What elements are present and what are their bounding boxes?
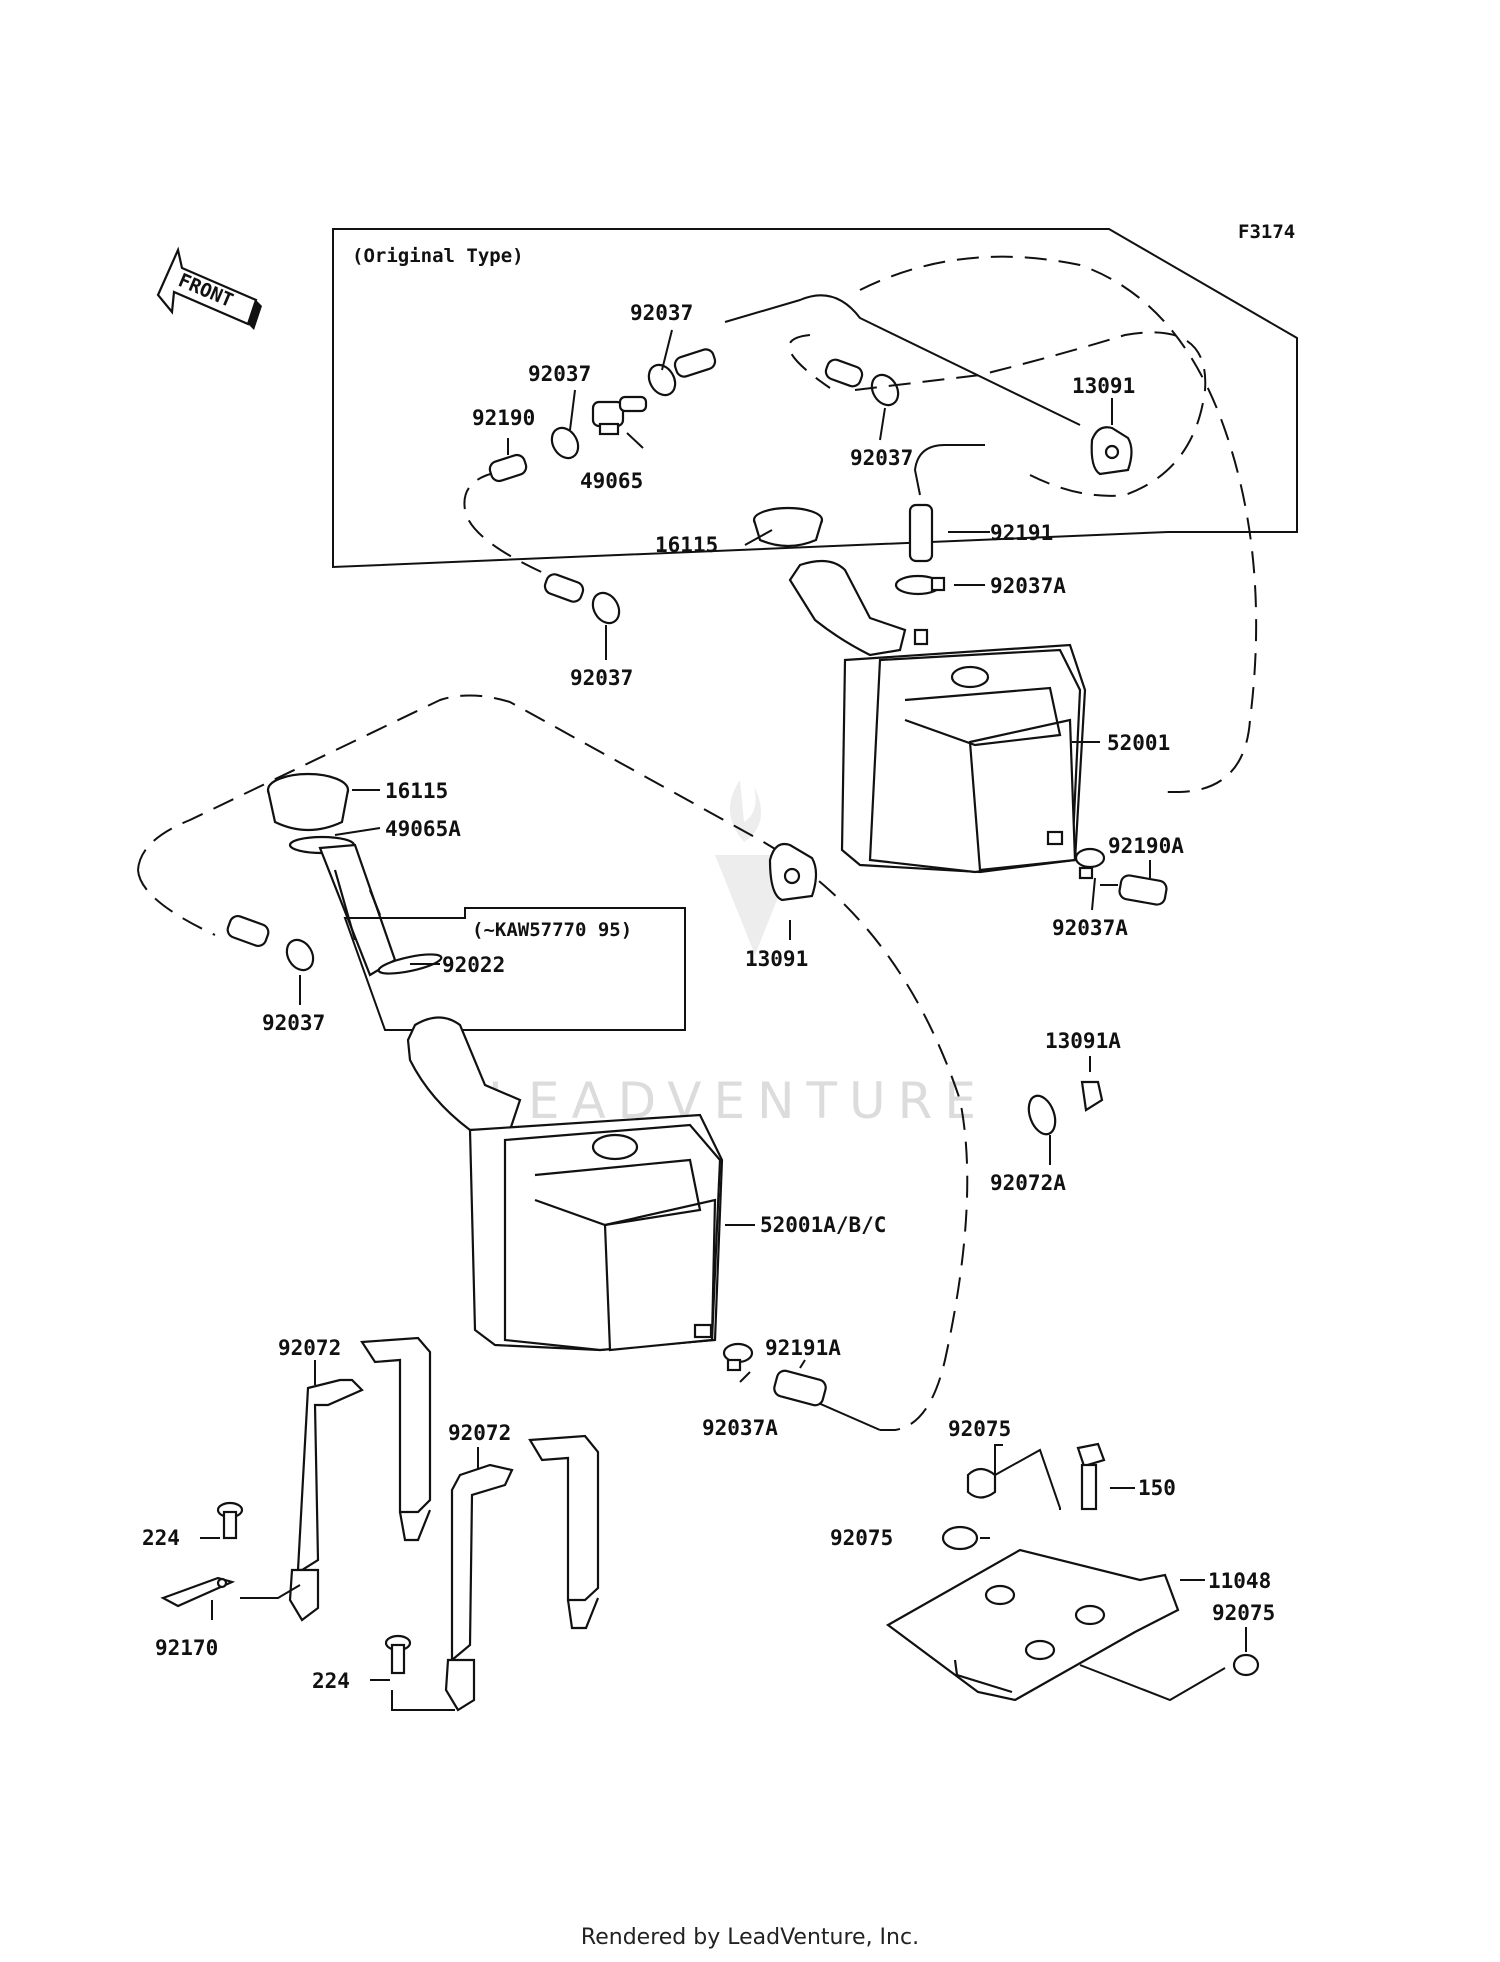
serial-note-box — [343, 907, 686, 1031]
hose-lower-left — [543, 573, 585, 603]
callout-92190: 92190 — [472, 406, 535, 430]
footer-credit: Rendered by LeadVenture, Inc. — [580, 1925, 920, 1950]
damper-13091 — [1090, 426, 1133, 476]
callout-13091: 13091 — [745, 947, 808, 971]
clip-92037-c — [870, 373, 900, 407]
callout-16115: 16115 — [385, 779, 448, 803]
hose-92037-top — [673, 348, 717, 378]
joint-49065 — [591, 395, 648, 436]
callout-52001: 52001 — [1107, 731, 1170, 755]
band-92072A — [1027, 1094, 1057, 1136]
callout-92037A-top: 92037A — [990, 574, 1066, 598]
clip-13091A — [1080, 1080, 1104, 1112]
callout-13091A: 13091A — [1045, 1029, 1121, 1053]
callout-92191: 92191 — [990, 521, 1053, 545]
bolt-224-b — [384, 1634, 412, 1675]
original-type-label: (Original Type) — [352, 245, 524, 267]
clip-92037 — [285, 938, 315, 972]
callout-92072-b: 92072 — [448, 1421, 511, 1445]
tank-52001 — [788, 559, 1087, 874]
callout-11048: 11048 — [1208, 1569, 1271, 1593]
original-type-frame — [332, 228, 1298, 569]
hose-right — [824, 358, 864, 388]
callout-92072A: 92072A — [990, 1171, 1066, 1195]
callout-92075-b: 92075 — [830, 1526, 893, 1550]
callout-92037-right: 92037 — [850, 446, 913, 470]
hose-92191 — [908, 503, 934, 563]
plate-92170 — [160, 1576, 236, 1608]
cap-92075-b — [941, 1525, 979, 1551]
cap-16115 — [266, 772, 350, 832]
figure-code: F3174 — [1238, 221, 1295, 243]
callout-92075-c: 92075 — [1212, 1601, 1275, 1625]
callout-92037: 92037 — [262, 1011, 325, 1035]
hose-92190 — [488, 453, 528, 483]
cap-16115-top — [752, 506, 824, 548]
clip-92037-a — [550, 426, 580, 460]
serial-note: (~KAW57770 95) — [472, 919, 632, 941]
svg-text:LEADVENTURE: LEADVENTURE — [488, 1072, 988, 1130]
front-arrow-icon: FRONT — [156, 246, 262, 330]
callout-92037-bottom: 92037 — [570, 666, 633, 690]
clamp-92037A-top — [894, 574, 946, 596]
cap-92075-a — [966, 1467, 997, 1499]
callout-92170: 92170 — [155, 1636, 218, 1660]
clamp-92037A-bottom — [1074, 847, 1106, 880]
damper-13091-b — [768, 842, 818, 902]
callout-49065: 49065 — [580, 469, 643, 493]
hose-92191A — [773, 1369, 827, 1407]
tank-52001ABC — [406, 1016, 724, 1352]
clip-92037-d — [591, 591, 621, 625]
bracket-11048 — [885, 1548, 1180, 1702]
callout-92037A: 92037A — [702, 1416, 778, 1440]
callout-92037-left: 92037 — [528, 362, 591, 386]
callout-92037-top: 92037 — [630, 301, 693, 325]
clip-92037-b — [647, 363, 677, 397]
clamp-92037A — [722, 1342, 754, 1372]
bolt-224-a — [216, 1501, 244, 1540]
callout-13091-top: 13091 — [1072, 374, 1135, 398]
callout-52001ABC: 52001A/B/C — [760, 1213, 886, 1237]
callout-92072-a: 92072 — [278, 1336, 341, 1360]
washer-92075 — [1232, 1653, 1260, 1677]
callout-224-b: 224 — [312, 1669, 350, 1693]
bolt-150 — [1076, 1442, 1106, 1511]
callout-150: 150 — [1138, 1476, 1176, 1500]
callout-92022: 92022 — [442, 953, 505, 977]
bracket-92072-a — [288, 1336, 432, 1622]
callout-92075-a: 92075 — [948, 1417, 1011, 1441]
callout-92037A-bottom: 92037A — [1052, 916, 1128, 940]
bracket-92072-b — [444, 1434, 600, 1712]
callout-92191A: 92191A — [765, 1336, 841, 1360]
hose-92190A — [1118, 874, 1168, 906]
callout-224-a: 224 — [142, 1526, 180, 1550]
callout-49065A: 49065A — [385, 817, 461, 841]
callout-16115-top: 16115 — [655, 533, 718, 557]
callout-92190A: 92190A — [1108, 834, 1184, 858]
watermark: LEADVENTURE — [488, 780, 988, 1130]
hose-left — [226, 914, 270, 948]
filler-49065A — [288, 835, 397, 977]
